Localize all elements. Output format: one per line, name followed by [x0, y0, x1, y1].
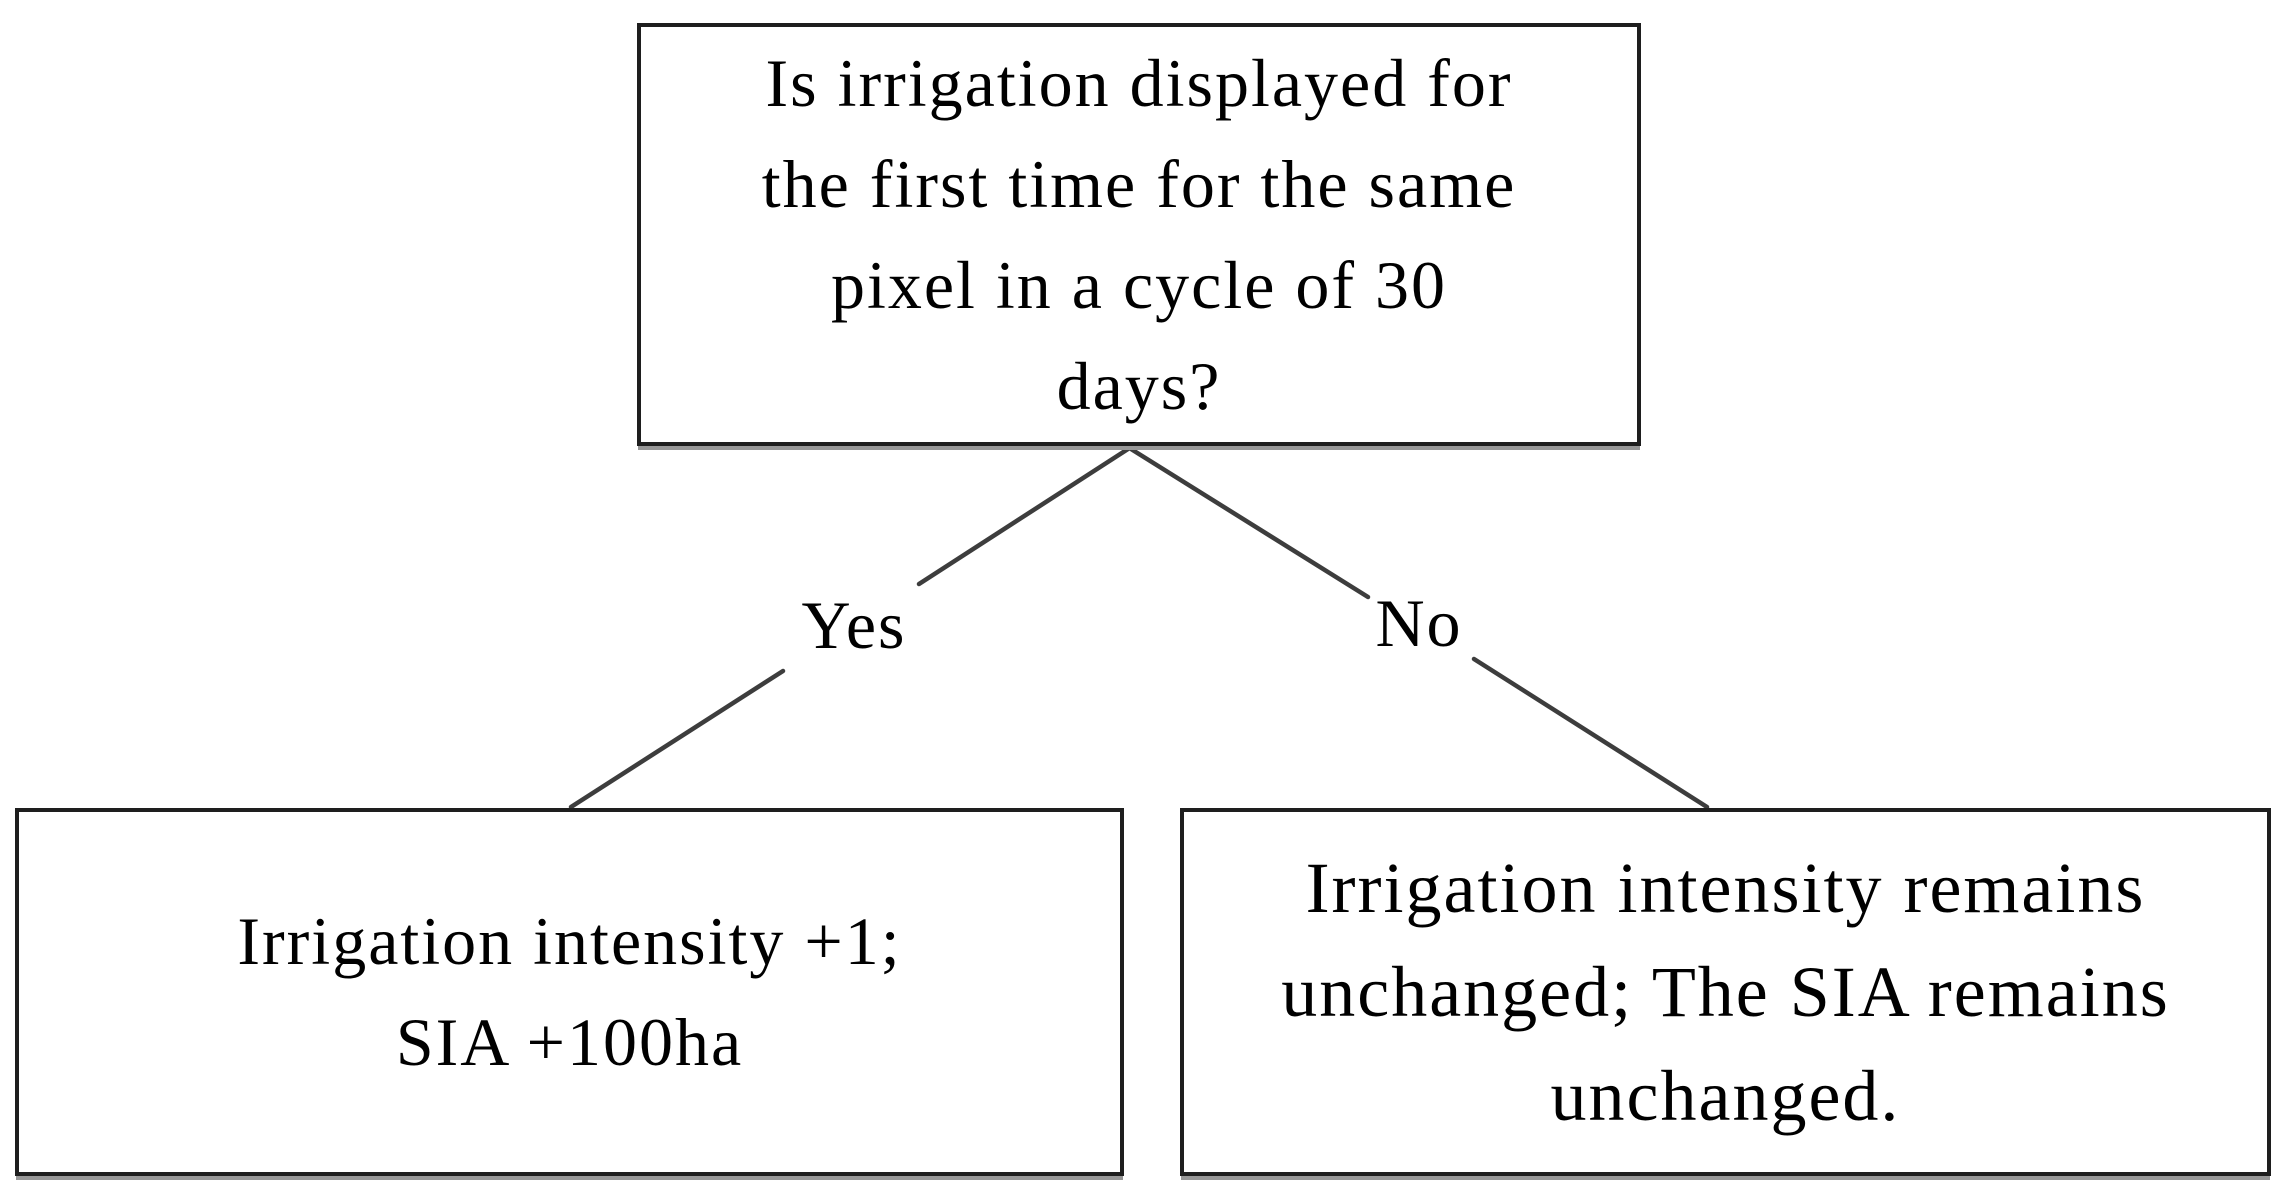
question-text: Is irrigation displayed for the first ti…	[761, 44, 1517, 424]
no-branch-lower-line	[1471, 656, 1710, 810]
no-branch-upper-line	[1128, 446, 1371, 600]
question-box: Is irrigation displayed for the first ti…	[637, 23, 1641, 446]
yes-outcome-text: Irrigation intensity +1; SIA +100ha	[237, 903, 902, 1080]
yes-branch-label: Yes	[801, 587, 907, 663]
no-outcome-box: Irrigation intensity remains unchanged; …	[1180, 808, 2271, 1176]
yes-branch-lower-line	[568, 668, 786, 810]
no-outcome-text: Irrigation intensity remains unchanged; …	[1281, 848, 2170, 1136]
yes-branch-upper-line	[916, 446, 1131, 587]
yes-outcome-box: Irrigation intensity +1; SIA +100ha	[15, 808, 1124, 1176]
no-branch-label: No	[1375, 585, 1463, 661]
